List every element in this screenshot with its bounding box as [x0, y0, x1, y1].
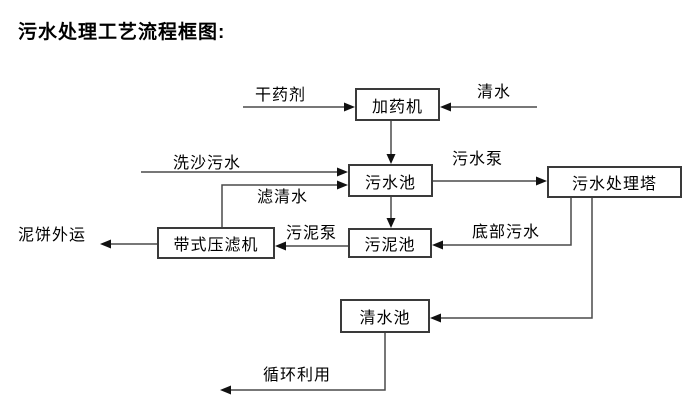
label-dry-agent: 干药剂	[255, 87, 307, 104]
node-treatment-tower: 污水处理塔	[547, 166, 682, 198]
node-dosing-machine: 加药机	[355, 88, 440, 121]
label-filtered-water: 滤清水	[257, 189, 309, 206]
node-clean-water-pool: 清水池	[340, 299, 430, 333]
label-sludge-pump: 污泥泵	[286, 225, 338, 242]
label-mud-cake-outbound: 泥饼外运	[18, 227, 87, 244]
label-sewage-pump: 污水泵	[452, 151, 504, 168]
node-sewage-pool: 污水池	[348, 164, 433, 197]
label-sand-washing-sewage: 洗沙污水	[173, 155, 242, 172]
label-recycling-use: 循环利用	[263, 367, 332, 384]
node-sludge-pool: 污泥池	[348, 228, 432, 258]
diagram-title: 污水处理工艺流程框图:	[18, 22, 226, 43]
label-bottom-sewage: 底部污水	[472, 224, 541, 241]
node-belt-filter-press: 带式压滤机	[157, 227, 275, 259]
label-clean-water-in: 清水	[477, 84, 512, 101]
